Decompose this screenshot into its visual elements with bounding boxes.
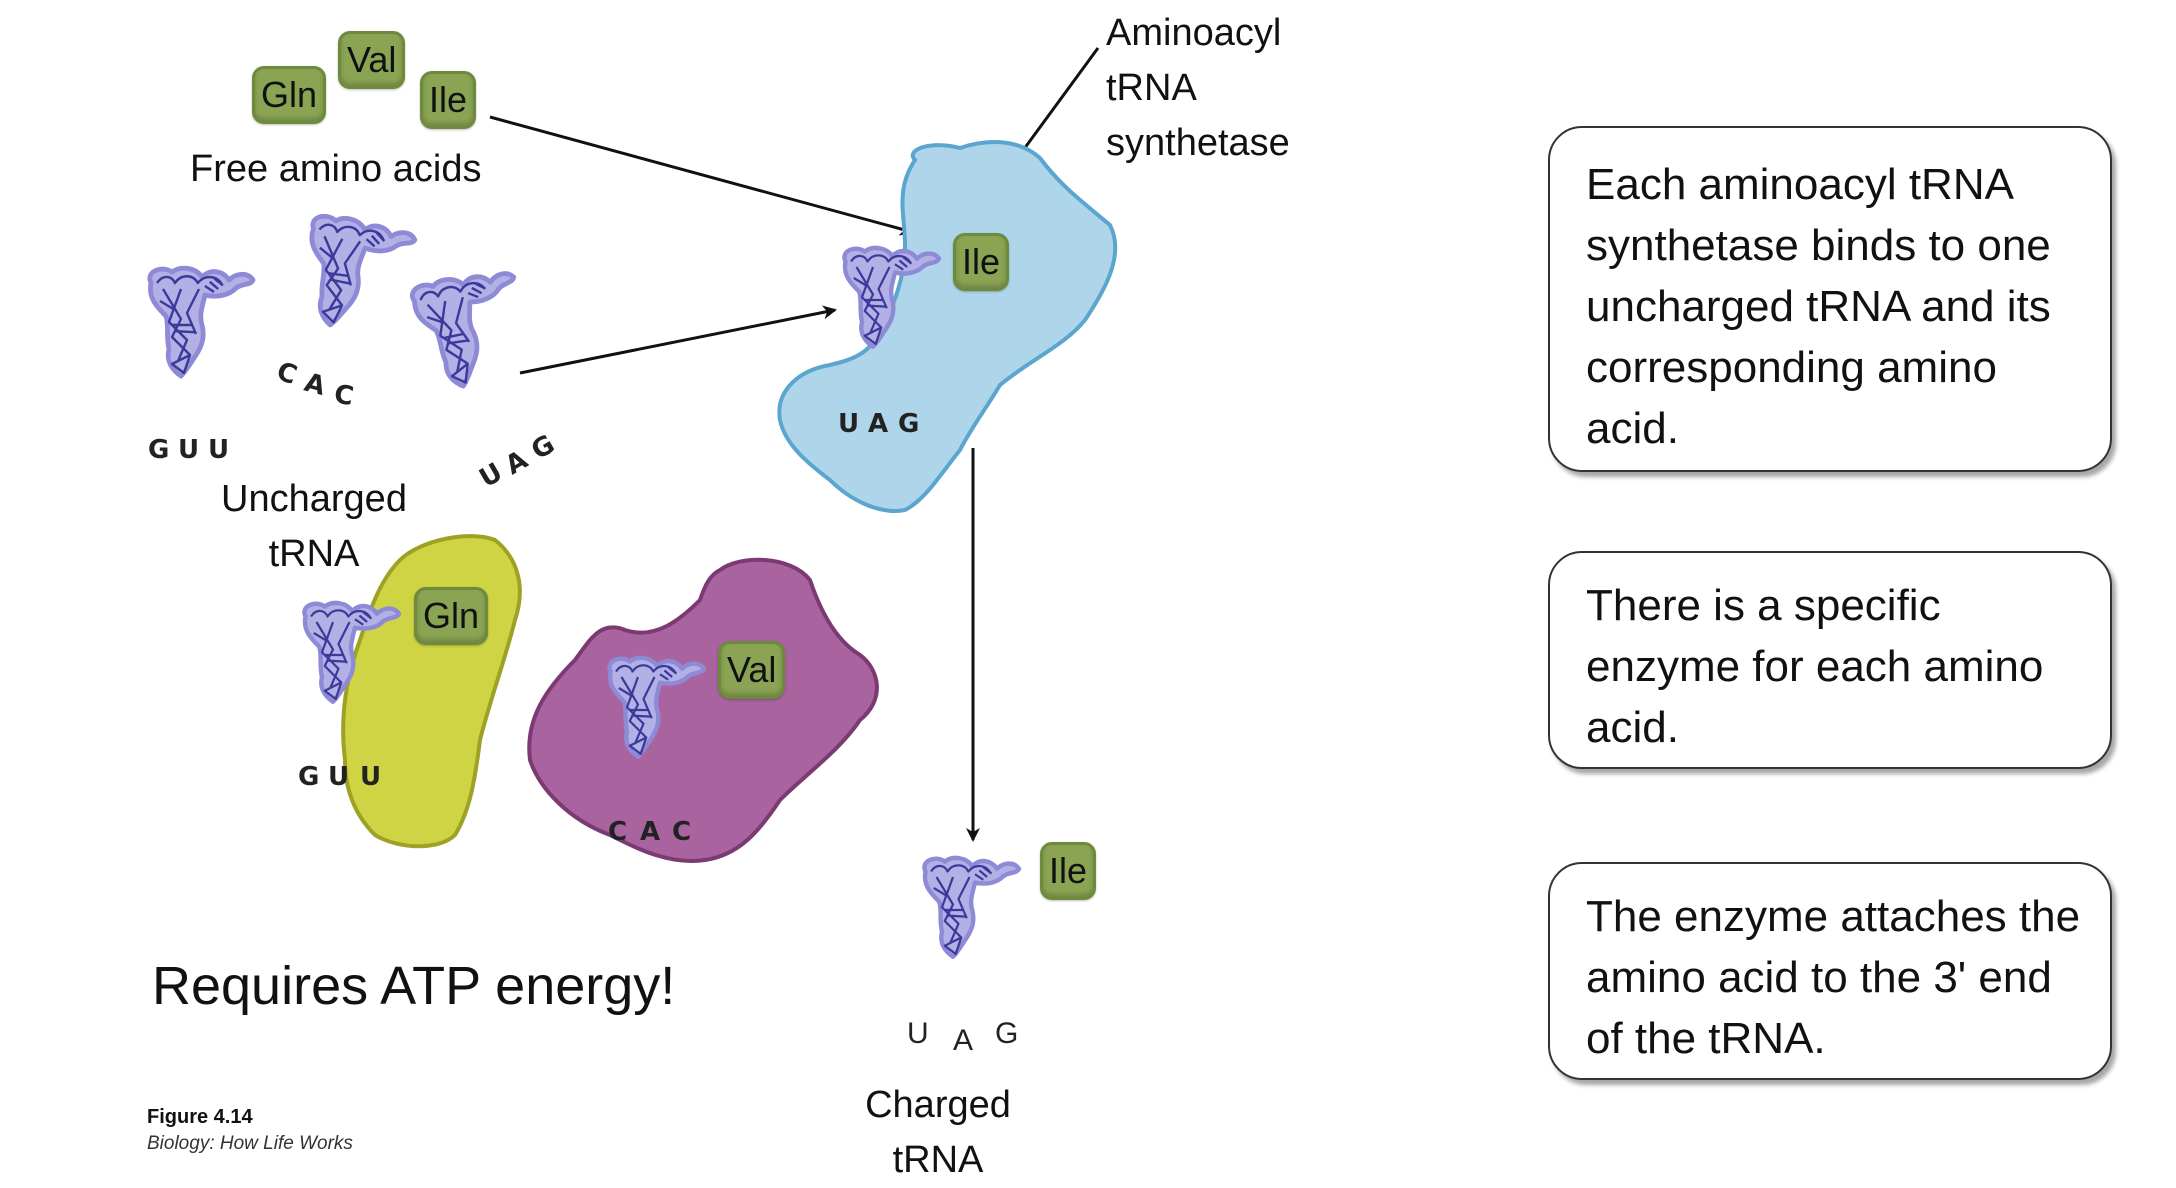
amino-acid-tag-gln: Gln (252, 66, 327, 124)
codon-letter: G (298, 762, 319, 792)
uncharged-label-line: tRNA (268, 533, 360, 575)
diagram-canvas: G U U C A C U A G U A G G U U C A C U A … (0, 47, 1118, 1057)
charged-label-line: Charged (865, 1084, 1011, 1126)
amino-acid-label: Ile (429, 79, 468, 120)
codon-letter: U (328, 762, 349, 792)
synthetase-label-line: synthetase (1106, 122, 1290, 164)
charged-trna (924, 858, 1019, 957)
codon-letter: U (907, 1017, 929, 1050)
codon-uncharged-1: G U U (148, 435, 229, 465)
info-card-1: Each aminoacyl tRNA synthetase binds to … (1548, 126, 2112, 472)
codon-uncharged-3: U A G (475, 429, 560, 494)
amino-acid-label: Gln (423, 595, 480, 636)
codon-enzyme-purple: C A C (608, 817, 691, 847)
figure-number: Figure 4.14 (147, 1106, 253, 1128)
info-card-text: There is a specific enzyme for each amin… (1586, 581, 2044, 752)
codon-enzyme-blue: U A G (838, 409, 919, 439)
codon-letter: U (360, 762, 381, 792)
info-card-2: There is a specific enzyme for each amin… (1548, 551, 2112, 769)
figure-source: Biology: How Life Works (147, 1133, 353, 1154)
codon-letter: A (640, 817, 660, 847)
synthetase-label-line: tRNA (1106, 67, 1197, 109)
info-card-3: The enzyme attaches the amino acid to th… (1548, 862, 2112, 1080)
charged-label-line: tRNA (892, 1139, 984, 1181)
amino-acid-label: Ile (962, 241, 1001, 282)
codon-enzyme-yellow: G U U (298, 762, 381, 792)
codon-letter: C (332, 379, 356, 412)
amino-acid-label: Val (347, 39, 397, 80)
amino-acid-tag-enzyme-blue: Ile (953, 233, 1010, 291)
codon-letter: U (475, 458, 508, 495)
charged-trna-label: Charged tRNA (858, 1078, 1018, 1188)
free-amino-acids-label: Free amino acids (190, 148, 482, 190)
codon-letter: A (301, 368, 328, 402)
amino-acid-tag-val: Val (338, 31, 406, 89)
uncharged-trna-2 (299, 214, 416, 335)
amino-acid-tag-ile: Ile (420, 71, 477, 129)
amino-acid-label: Ile (1049, 850, 1088, 891)
info-card-text: The enzyme attaches the amino acid to th… (1586, 892, 2081, 1063)
codon-charged: U A G (907, 1017, 1018, 1057)
enzyme-purple-shape (527, 557, 879, 863)
uncharged-trna-3 (410, 266, 533, 393)
codon-letter: G (527, 429, 560, 466)
uncharged-trna-label: Uncharged tRNA (214, 472, 414, 582)
amino-acid-tag-enzyme-yellow: Gln (414, 587, 489, 645)
codon-letter: U (838, 409, 859, 439)
codon-letter: C (672, 817, 691, 847)
info-card-text: Each aminoacyl tRNA synthetase binds to … (1586, 160, 2051, 453)
codon-letter: A (501, 445, 533, 481)
codon-letter: A (953, 1024, 973, 1057)
uncharged-trna-1 (150, 268, 253, 376)
uncharged-label-line: Uncharged (221, 478, 407, 520)
codon-letter: C (273, 356, 301, 391)
amino-acid-label: Val (727, 649, 777, 690)
codon-letter: G (898, 409, 919, 439)
codon-letter: G (995, 1017, 1018, 1050)
synthetase-label-line: Aminoacyl (1106, 12, 1282, 54)
codon-uncharged-2: C A C (273, 356, 356, 412)
codon-letter: G (148, 435, 169, 465)
codon-letter: A (868, 409, 888, 439)
codon-letter: U (208, 435, 229, 465)
amino-acid-label: Gln (261, 74, 318, 115)
codon-letter: U (178, 435, 199, 465)
enzyme-yellow-shape (341, 534, 522, 849)
synthetase-label: Aminoacyl tRNA synthetase (1106, 6, 1290, 171)
amino-acid-tag-enzyme-purple: Val (718, 641, 786, 699)
amino-acid-tag-charged: Ile (1040, 842, 1097, 900)
codon-letter: C (608, 817, 627, 847)
arrow-amino-acid-to-enzyme (489, 115, 914, 236)
enzyme-blue-shape (777, 140, 1118, 513)
arrow-trna-to-enzyme (519, 305, 837, 375)
atp-note: Requires ATP energy! (152, 956, 676, 1016)
